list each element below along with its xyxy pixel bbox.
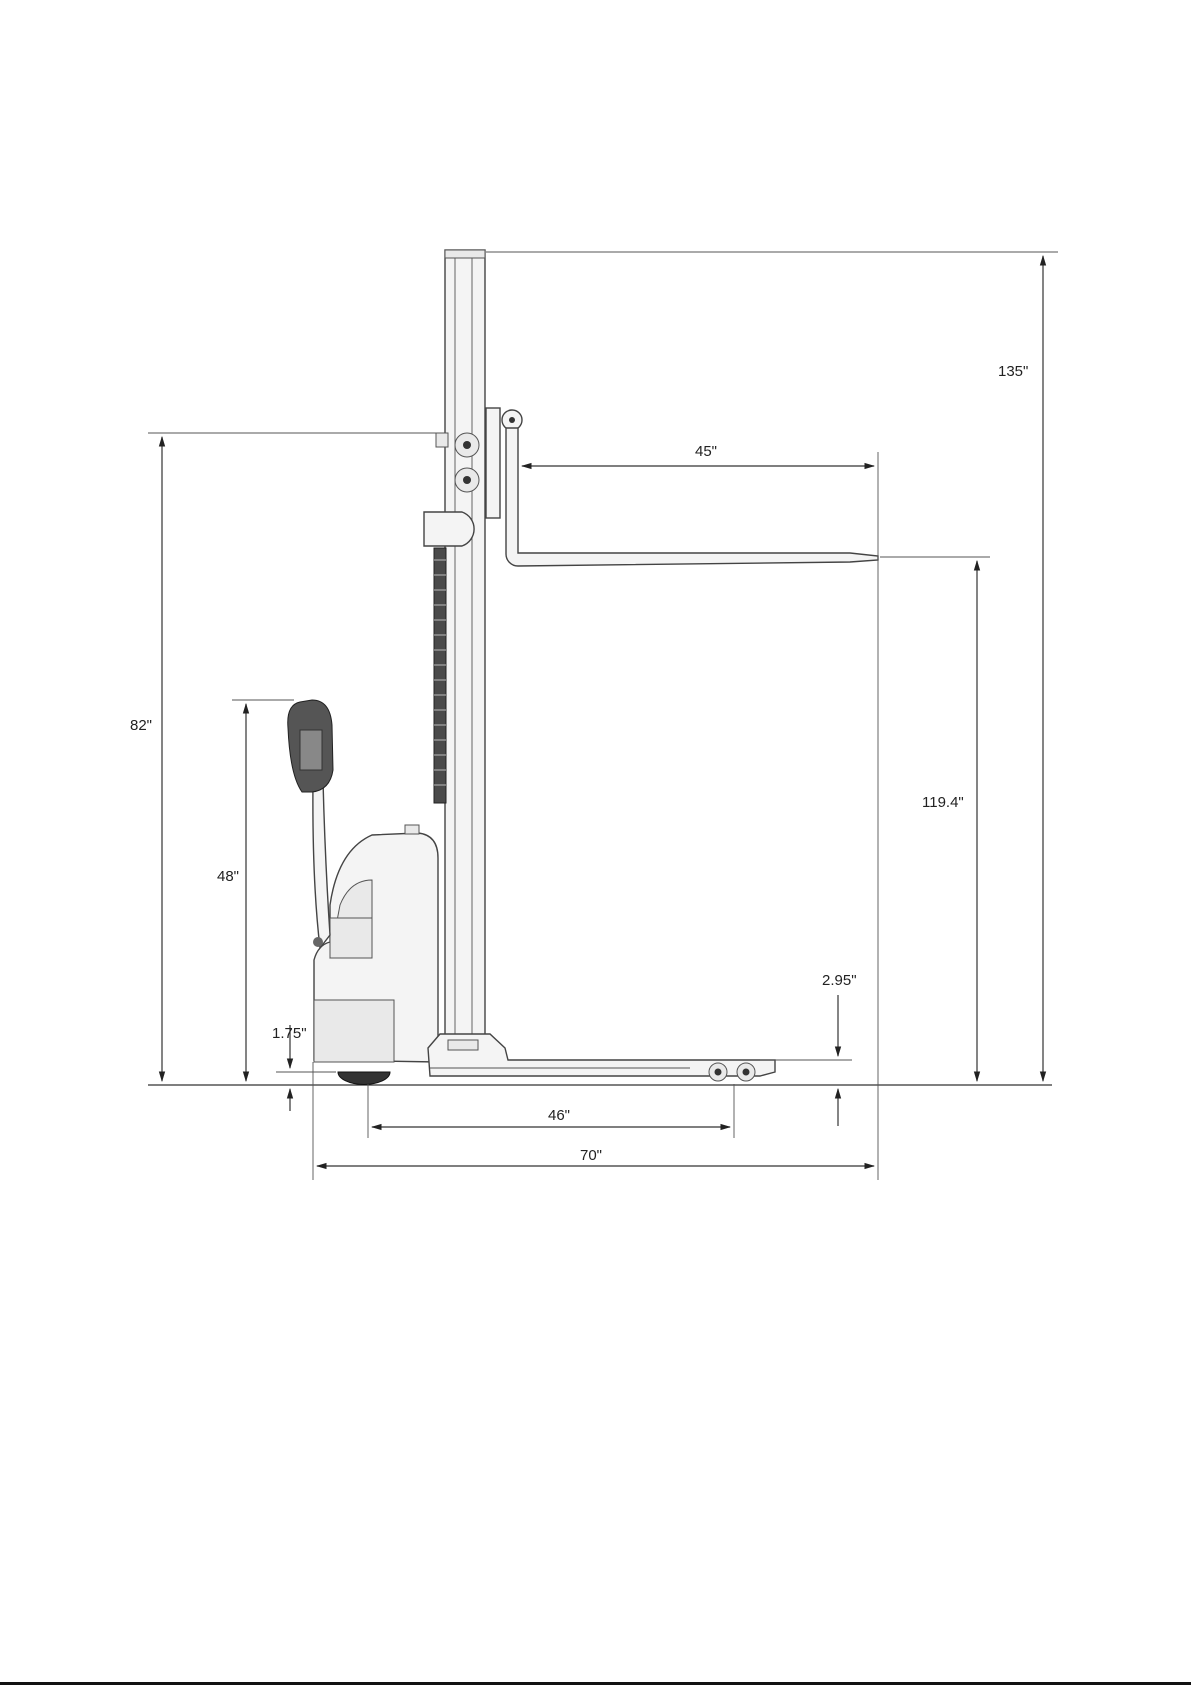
mast (445, 250, 485, 1050)
drive-wheel (338, 1072, 390, 1084)
dim-overall-height-label: 135" (998, 363, 1028, 380)
dim-fork-length-label: 45" (695, 443, 717, 460)
dim-max-fork-height: 119.4" (880, 557, 990, 1081)
dim-overall-length: 70" (313, 1062, 874, 1180)
dim-ground-clearance-label: 1.75" (272, 1025, 307, 1042)
tiller-arm (313, 780, 330, 948)
dim-wheelbase: 46" (368, 1084, 734, 1138)
dim-wheelbase-label: 46" (548, 1107, 570, 1124)
dim-handle-height-label: 48" (217, 868, 239, 885)
lift-chain (434, 548, 446, 803)
fork (506, 428, 878, 566)
dim-overall-height: 135" (486, 252, 1058, 1081)
dim-handle-height: 48" (217, 700, 294, 1081)
dim-fork-lowered: 2.95" (760, 972, 857, 1126)
fork-carriage (486, 408, 500, 518)
cylinder-bracket (424, 512, 474, 546)
dim-lowered-height-label: 82" (130, 717, 152, 734)
dim-overall-length-label: 70" (580, 1147, 602, 1164)
stacker-illustration (288, 250, 878, 1084)
dim-max-fork-height-label: 119.4" (922, 794, 964, 811)
dim-fork-lowered-label: 2.95" (822, 972, 857, 989)
